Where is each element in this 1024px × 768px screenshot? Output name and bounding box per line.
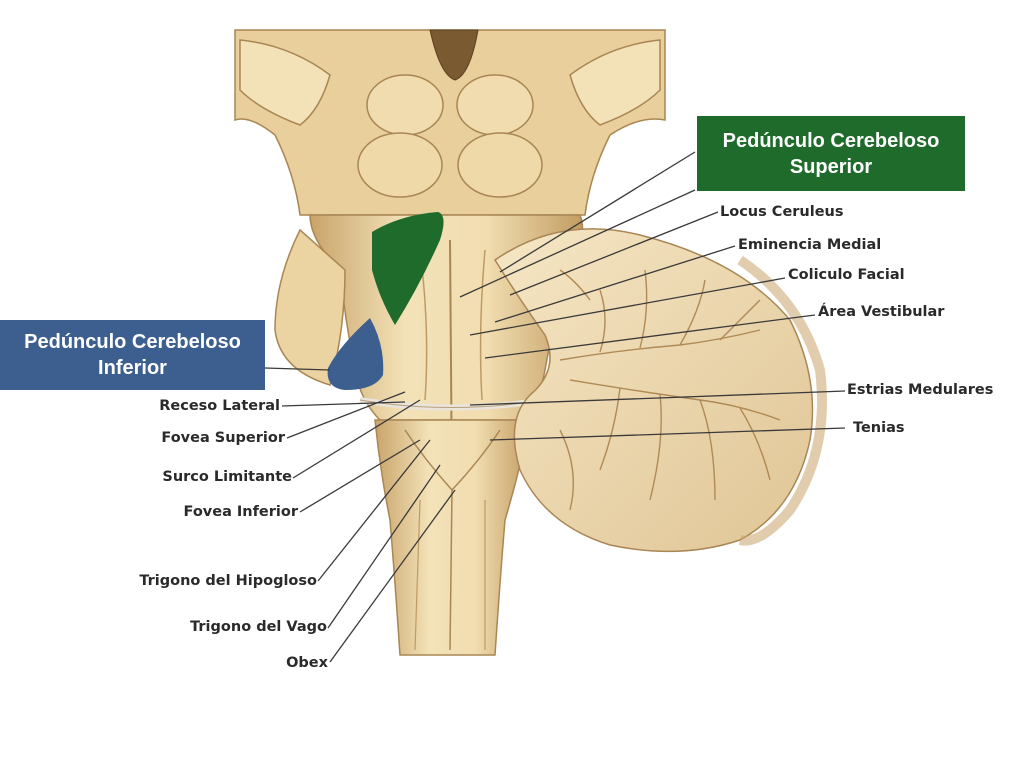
inferior-peduncle-line2: Inferior	[98, 357, 167, 379]
cerebellum-section	[493, 228, 827, 553]
label-trigono-hipogloso: Trigono del Hipogloso	[139, 573, 317, 589]
medulla-shape	[374, 419, 531, 656]
inferior-peduncle-line1: Pedúnculo Cerebeloso	[24, 331, 241, 353]
label-tenias: Tenias	[853, 420, 905, 436]
label-surco-limitante: Surco Limitante	[162, 469, 292, 485]
label-trigono-vago: Trigono del Vago	[190, 619, 327, 635]
label-area-vestibular: Área Vestibular	[818, 304, 945, 320]
label-fovea-inferior: Fovea Inferior	[183, 504, 299, 520]
superior-peduncle-callout: Pedúnculo Cerebeloso Superior	[697, 116, 965, 191]
label-coliculo-facial: Coliculo Facial	[788, 267, 905, 283]
label-estrias-medulares: Estrias Medulares	[847, 382, 994, 398]
leader-lines-left	[264, 367, 456, 663]
superior-peduncle-line2: Superior	[789, 155, 873, 178]
label-obex: Obex	[286, 655, 328, 671]
label-eminencia-medial: Eminencia Medial	[738, 237, 882, 253]
midbrain-shape	[234, 29, 666, 216]
inferior-peduncle-callout: Pedúnculo Cerebeloso Inferior	[0, 320, 265, 390]
label-locus-ceruleus: Locus Ceruleus	[720, 204, 844, 220]
superior-peduncle-line1: Pedúnculo Cerebeloso	[722, 129, 940, 152]
leader-lines-right	[459, 151, 846, 441]
label-fovea-superior: Fovea Superior	[161, 430, 285, 446]
superior-peduncle-highlight	[372, 212, 444, 325]
label-receso-lateral: Receso Lateral	[159, 398, 280, 414]
inferior-peduncle-highlight	[327, 318, 384, 390]
